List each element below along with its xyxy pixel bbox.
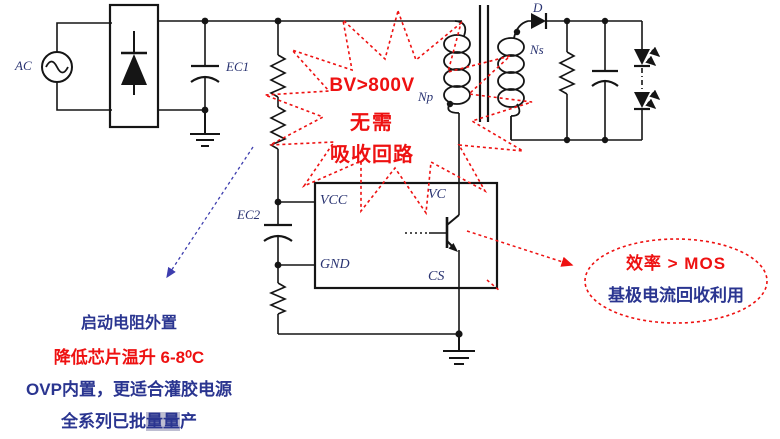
ns-label: Ns (530, 42, 544, 57)
ground-ec1 (190, 110, 220, 147)
burst-text-no-need: 无需 (350, 112, 394, 134)
burst-text-bv: BV>800V (329, 75, 415, 96)
ac-label: AC (15, 58, 32, 73)
cap-ec1-symbol (190, 21, 220, 110)
npn-transistor-symbol (405, 113, 460, 334)
cap-ec2-symbol (263, 202, 293, 265)
note-mass-production: 全系列已批量量产 (0, 407, 258, 432)
note4-prefix: 全系列已批 (61, 412, 146, 431)
junction-dots (201, 17, 609, 338)
callout-efficiency-text: 效率 > MOS (625, 254, 727, 273)
note4-highlight: 量量 (146, 412, 180, 431)
vc-pin-label: VC (428, 187, 446, 202)
bridge-rectifier-symbol (108, 3, 160, 129)
note-startup-resistor: 启动电阻外置 (80, 315, 177, 332)
output-diode-symbol (511, 13, 642, 141)
vcc-pin-label: VCC (320, 193, 348, 208)
note-ovp: OVP内置，更适合灌胶电源 (26, 380, 232, 399)
red-corner-dash (486, 279, 501, 292)
ac-source-symbol (41, 22, 112, 111)
blue-dashed-arrow (166, 146, 254, 279)
ec1-label: EC1 (226, 59, 250, 74)
led-light-arrows (645, 46, 661, 109)
note4-suffix: 产 (180, 412, 197, 431)
ec2-label: EC2 (237, 207, 261, 222)
callout-ellipse-shape (584, 238, 768, 324)
circuit-graphics (41, 3, 768, 365)
led-string-symbol (634, 21, 661, 140)
output-resistor-symbol (558, 21, 576, 140)
cs-pin-label: CS (428, 269, 445, 284)
red-dashed-arrow (466, 230, 574, 267)
gnd-pin-label: GND (320, 257, 350, 272)
callout-base-current-text: 基极电流回收利用 (608, 286, 744, 305)
note-temperature: 降低芯片温升 6-8⁰C (53, 348, 205, 367)
starburst-shape (264, 8, 533, 216)
output-capacitor-symbol (591, 21, 619, 140)
d-label: D (533, 0, 543, 15)
ground-main (443, 334, 475, 365)
np-label: Np (418, 89, 434, 104)
burst-text-snubber: 吸收回路 (330, 144, 414, 166)
